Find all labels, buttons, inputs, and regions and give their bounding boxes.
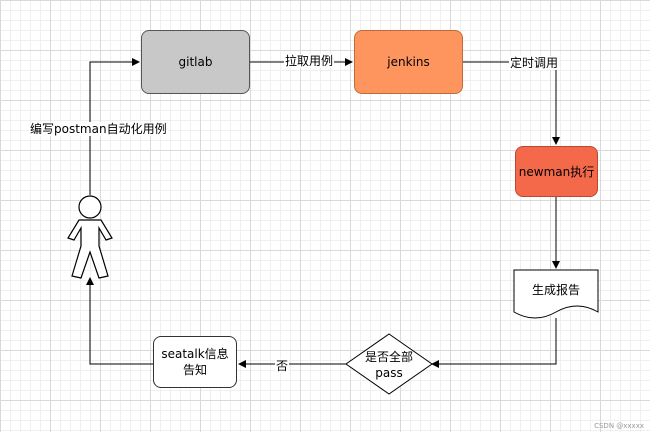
edge-seatalk-person	[86, 277, 153, 365]
gitlab-label: gitlab	[178, 55, 213, 69]
decision-label-line2: pass	[375, 366, 402, 380]
decision-label-line1: 是否全部	[365, 349, 413, 364]
edge-report-decision	[431, 318, 557, 368]
node-gitlab: gitlab	[141, 30, 250, 94]
seatalk-label: seatalk信息告知	[161, 347, 229, 377]
node-newman: newman执行	[515, 146, 598, 197]
actor-person-icon	[67, 195, 113, 279]
edge-label-schedule: 定时调用	[509, 56, 560, 70]
edge-jenkins-newman	[463, 61, 560, 145]
edge-person-gitlab	[89, 58, 140, 195]
report-label: 生成报告	[532, 282, 580, 297]
newman-label: newman执行	[518, 164, 595, 179]
edge-label-write-cases: 编写postman自动化用例	[29, 122, 168, 136]
node-report: 生成报告	[513, 269, 599, 319]
watermark: CSDN @xxxxx	[594, 422, 644, 430]
node-seatalk: seatalk信息告知	[153, 336, 237, 388]
node-jenkins: jenkins	[354, 30, 463, 94]
jenkins-label: jenkins	[387, 55, 430, 69]
edge-label-pull-cases: 拉取用例	[284, 54, 335, 68]
node-decision: 是否全部 pass	[345, 333, 433, 395]
edge-label-no: 否	[275, 359, 290, 373]
